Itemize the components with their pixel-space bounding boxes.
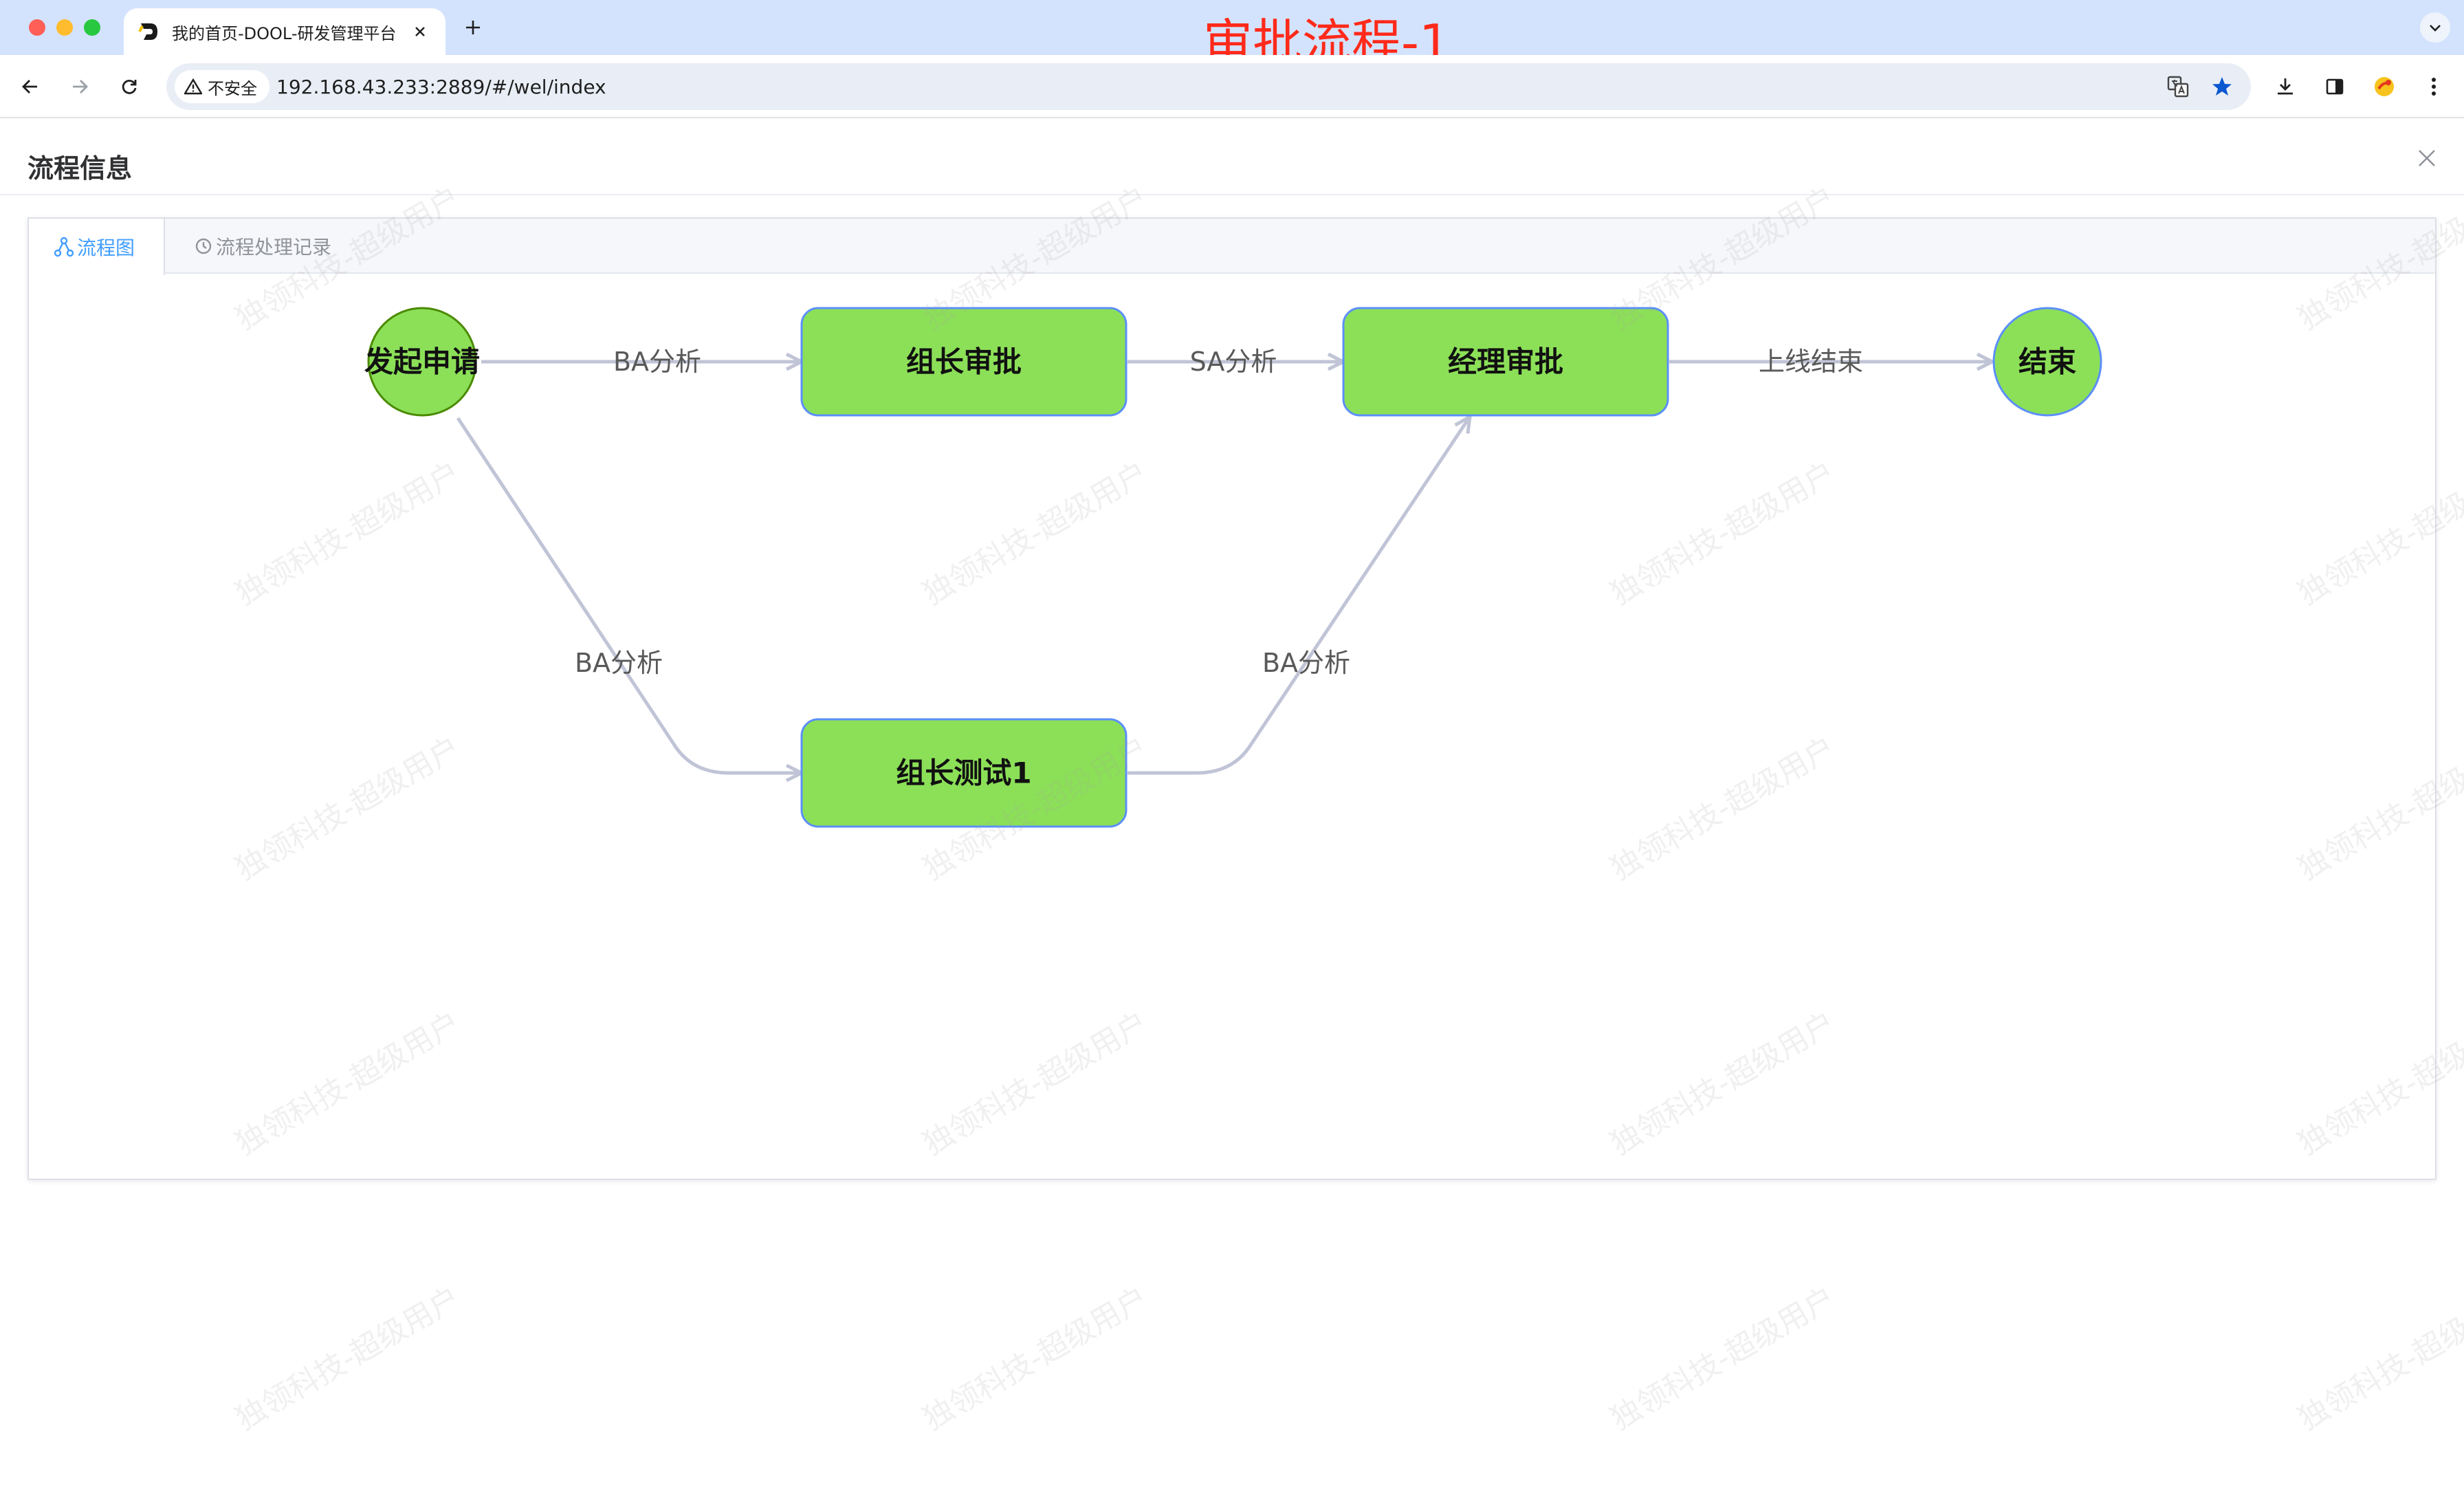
edge-test-to-manager[interactable] xyxy=(1128,417,1470,775)
node-start[interactable]: 发起申请 xyxy=(364,307,480,417)
security-label: 不安全 xyxy=(208,78,257,98)
edge-label-test-to-manager: BA分析 xyxy=(1262,648,1350,678)
dialog-title: 流程信息 xyxy=(28,153,133,184)
edge-label-manager-to-end: 上线结束 xyxy=(1759,347,1863,377)
reload-icon[interactable] xyxy=(113,70,146,103)
new-tab-icon[interactable] xyxy=(459,14,487,41)
clock-icon xyxy=(195,238,212,254)
watermark: 独领科技-超级用户 xyxy=(917,1280,1154,1437)
watermark: 独领科技-超级用户 xyxy=(2292,1280,2464,1437)
url-text[interactable]: 192.168.43.233:2889/#/wel/index xyxy=(276,76,606,98)
flow-diagram-canvas: BA分析 SA分析 上线结束 BA分析 BA分析 发起申请 组长审批 经理审批 … xyxy=(364,307,2102,828)
window-minimize-button[interactable] xyxy=(56,19,73,36)
back-arrow-icon[interactable] xyxy=(14,70,47,103)
address-bar[interactable]: 不安全 192.168.43.233:2889/#/wel/index xyxy=(166,63,2251,110)
window-zoom-button[interactable] xyxy=(84,19,100,36)
tab-process-records-label: 流程处理记录 xyxy=(216,236,332,259)
more-menu-icon[interactable] xyxy=(2417,70,2450,103)
flow-diagram-icon xyxy=(54,237,74,257)
tab-flow-diagram-label: 流程图 xyxy=(77,237,135,259)
tabs-header: 流程图 流程处理记录 xyxy=(29,219,2435,275)
node-end-label: 结束 xyxy=(2018,345,2076,379)
browser-tab-active[interactable]: 我的首页-DOOL-研发管理平台 xyxy=(124,8,446,55)
security-chip[interactable]: 不安全 xyxy=(175,70,270,103)
browser-tab-strip: 我的首页-DOOL-研发管理平台 审批流程-1 xyxy=(0,0,2464,67)
dialog-close-icon[interactable] xyxy=(2412,143,2442,173)
node-manager-approve-label: 经理审批 xyxy=(1448,345,1563,379)
edge-label-leader-to-manager: SA分析 xyxy=(1190,347,1277,377)
flow-edges xyxy=(456,362,1992,775)
node-leader-test-label: 组长测试1 xyxy=(896,756,1031,790)
node-end[interactable]: 结束 xyxy=(1992,307,2102,417)
tab-close-icon[interactable] xyxy=(408,20,432,43)
edge-label-start-to-test: BA分析 xyxy=(575,648,663,678)
side-panel-icon[interactable] xyxy=(2318,70,2351,103)
node-leader-approve[interactable]: 组长审批 xyxy=(800,307,1128,417)
node-start-label: 发起申请 xyxy=(364,345,480,379)
browser-toolbar: 不安全 192.168.43.233:2889/#/wel/index xyxy=(0,55,2464,118)
node-leader-approve-label: 组长审批 xyxy=(906,345,1022,379)
forward-arrow-icon[interactable] xyxy=(63,70,96,103)
node-manager-approve[interactable]: 经理审批 xyxy=(1342,307,1669,417)
window-close-button[interactable] xyxy=(29,19,45,36)
extension-icon[interactable] xyxy=(2368,70,2401,103)
dialog-header: 流程信息 xyxy=(0,120,2464,195)
bookmark-star-icon[interactable] xyxy=(2208,73,2236,100)
warning-triangle-icon xyxy=(184,78,202,95)
tab-flow-diagram[interactable]: 流程图 xyxy=(29,219,165,275)
edge-label-start-to-leader: BA分析 xyxy=(613,347,701,377)
download-icon[interactable] xyxy=(2269,70,2302,103)
tab-title: 我的首页-DOOL-研发管理平台 xyxy=(172,23,397,43)
dool-favicon-icon xyxy=(138,20,161,43)
watermark: 独领科技-超级用户 xyxy=(1605,1280,1842,1437)
translate-icon[interactable] xyxy=(2164,73,2192,100)
tab-search-chevron-icon[interactable] xyxy=(2420,12,2450,43)
node-leader-test[interactable]: 组长测试1 xyxy=(800,718,1128,828)
watermark: 独领科技-超级用户 xyxy=(230,1280,467,1437)
tab-process-records[interactable]: 流程处理记录 xyxy=(194,219,331,274)
edge-start-to-test[interactable] xyxy=(456,417,802,773)
